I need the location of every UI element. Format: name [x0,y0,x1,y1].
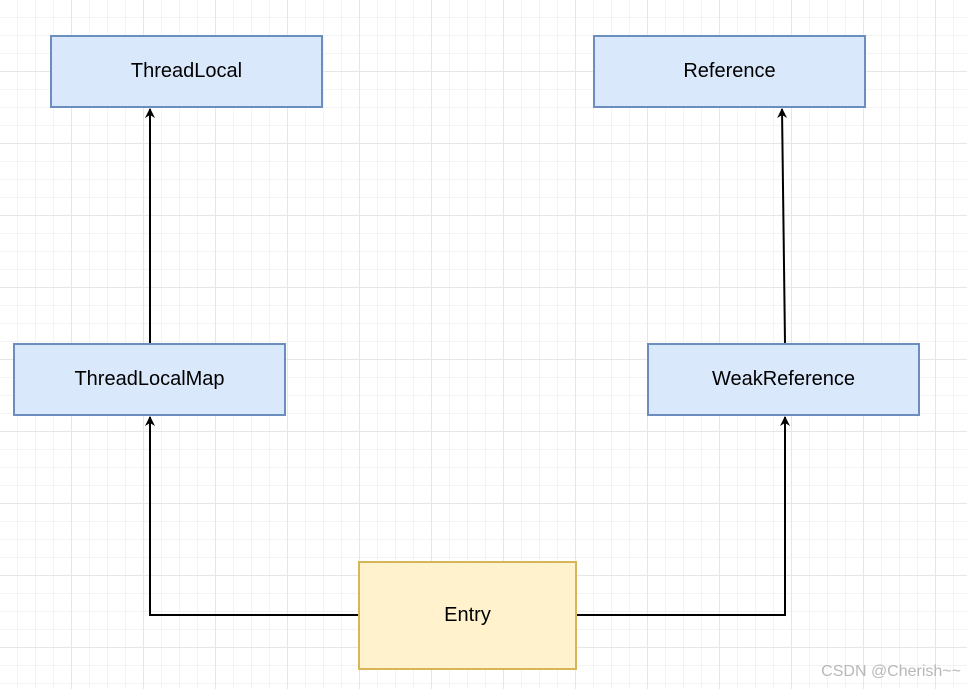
node-entry-label: Entry [444,604,491,626]
node-threadlocalmap[interactable]: ThreadLocalMap [13,343,286,416]
node-reference[interactable]: Reference [593,35,866,108]
edge-entry-to-threadlocalmap[interactable] [145,416,358,616]
node-threadlocal-label: ThreadLocal [130,60,243,82]
edge-entry-to-weakreference[interactable] [577,416,790,616]
node-weakreference-label: WeakReference [711,368,856,390]
watermark-text: CSDN @Cherish~~ [821,663,961,680]
node-entry[interactable]: Entry [358,561,577,670]
node-weakreference[interactable]: WeakReference [647,343,920,416]
node-threadlocal[interactable]: ThreadLocal [50,35,323,108]
node-threadlocalmap-label: ThreadLocalMap [74,368,225,390]
node-reference-label: Reference [683,60,776,82]
edge-weakreference-to-reference[interactable] [777,108,788,344]
